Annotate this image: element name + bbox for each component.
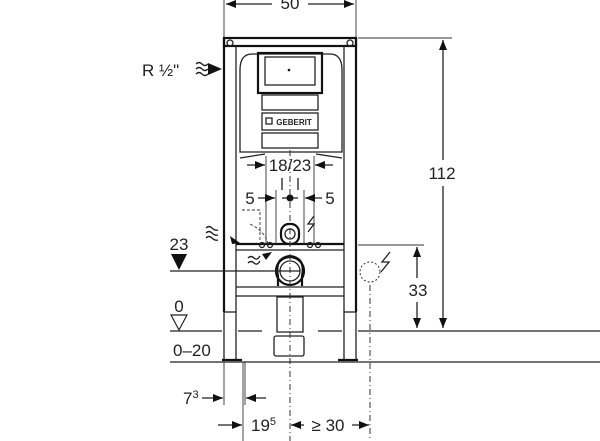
power-socket — [359, 251, 391, 441]
screw-icon — [346, 39, 354, 47]
level-triangle-filled-icon — [171, 254, 187, 270]
socket-distance-label: ≥ 30 — [312, 416, 345, 435]
width-dimension: 50 — [223, 0, 357, 38]
socket-height-label: 33 — [409, 281, 428, 300]
brand-label: GEBERIT — [276, 118, 312, 127]
drain-offset-label: 195 — [251, 416, 276, 435]
height-label: 112 — [428, 164, 455, 183]
level-triangle-outline-icon — [170, 314, 188, 332]
floor-level-label: 0 — [174, 297, 183, 316]
water-wave-icon — [195, 61, 209, 77]
geberit-logo-plate — [261, 112, 319, 131]
installation-frame — [222, 36, 358, 362]
screw-icon — [226, 39, 234, 47]
height-dimension: 112 — [358, 37, 456, 328]
water-wave-icon — [247, 255, 261, 265]
water-wave-icon — [205, 225, 219, 241]
drain-height-label: 23 — [170, 235, 189, 254]
width-label: 50 — [281, 0, 300, 13]
electric-icon — [380, 251, 391, 273]
floor-adjust-label: 0–20 — [173, 341, 211, 360]
floor-lines — [170, 270, 600, 363]
right-offset-label: 5 — [325, 189, 334, 208]
water-inlet-label: R ½" — [142, 61, 179, 80]
drain-pipe — [273, 150, 306, 441]
cistern: GEBERIT — [239, 51, 343, 245]
left-offset-label: 5 — [245, 189, 254, 208]
level-markers: 23 0 0–20 — [170, 235, 211, 360]
foot-offset-label: 73 — [183, 389, 199, 408]
socket-height-dimension: 33 — [358, 244, 428, 328]
bottom-dimensions: 73 195 ≥ 30 — [183, 362, 369, 441]
arrow-right-icon — [208, 63, 222, 75]
electric-icon — [306, 215, 316, 233]
water-inlet: R ½" — [142, 61, 316, 265]
